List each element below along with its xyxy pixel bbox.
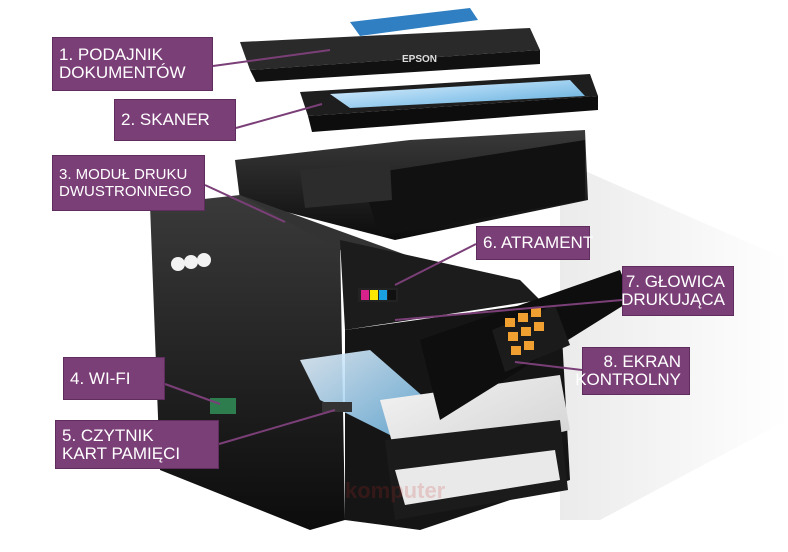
label-ink: 6. ATRAMENT <box>476 226 590 260</box>
scanner-unit <box>300 74 598 132</box>
label-control-screen: 8. EKRAN KONTROLNY <box>582 347 690 395</box>
watermark-text: komputer <box>345 478 446 503</box>
label-card-reader: 5. CZYTNIK KART PAMIĘCI <box>55 420 219 469</box>
brand-text: EPSON <box>402 54 437 65</box>
label-print-head: 7. GŁOWICA DRUKUJĄCA <box>622 266 734 316</box>
label-duplex-module: 3. MODUŁ DRUKU DWUSTRONNEGO <box>52 155 205 211</box>
label-scanner: 2. SKANER <box>114 99 236 141</box>
floor-shadow <box>560 160 788 520</box>
label-document-feeder: 1. PODAJNIK DOKUMENTÓW <box>52 37 213 91</box>
label-wifi: 4. WI-FI <box>63 357 165 400</box>
document-feeder: EPSON <box>240 8 540 82</box>
